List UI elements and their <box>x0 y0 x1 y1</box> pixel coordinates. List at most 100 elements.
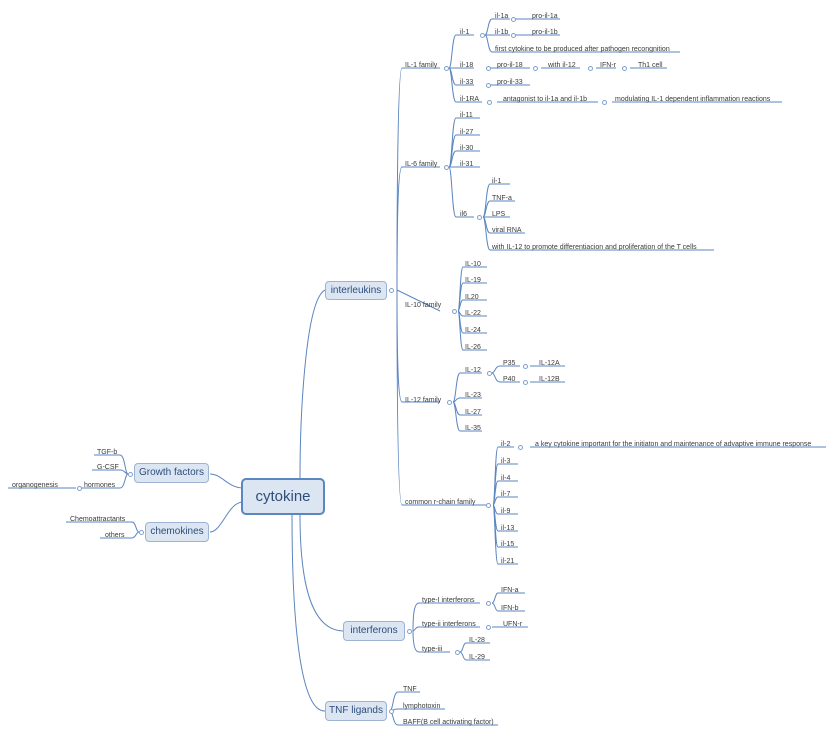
collapse-toggle[interactable] <box>523 364 528 369</box>
node-il3[interactable]: il-3 <box>501 458 511 465</box>
node-il10-family[interactable]: IL-10 family <box>405 302 442 309</box>
collapse-toggle[interactable] <box>77 486 82 491</box>
node-il13[interactable]: il-13 <box>501 525 515 532</box>
node-il4[interactable]: il-4 <box>501 475 511 482</box>
node-il31[interactable]: il-31 <box>460 161 474 168</box>
collapse-toggle[interactable] <box>518 445 523 450</box>
node-tnf-a[interactable]: TNF-a <box>492 195 512 202</box>
node-il21[interactable]: il-21 <box>501 558 515 565</box>
node-il30[interactable]: il-30 <box>460 145 474 152</box>
node-il18[interactable]: il-18 <box>460 62 474 69</box>
node-il27[interactable]: il-27 <box>460 129 474 136</box>
node-organogenesis[interactable]: organogenesis <box>12 482 58 489</box>
node-lymphotoxin[interactable]: lymphotoxin <box>403 703 441 710</box>
collapse-toggle[interactable] <box>602 100 607 105</box>
node-p35[interactable]: P35 <box>503 360 516 367</box>
node-il1-family[interactable]: IL-1 family <box>405 62 438 69</box>
node-il12-il27[interactable]: IL-27 <box>465 409 481 416</box>
node-interleukins[interactable]: interleukins <box>325 281 387 300</box>
node-lps[interactable]: LPS <box>492 211 506 218</box>
collapse-toggle[interactable] <box>407 629 412 634</box>
node-growth-factors[interactable]: Growth factors <box>134 463 209 483</box>
node-pro-il1b[interactable]: pro-il-1b <box>532 29 558 36</box>
node-interferons[interactable]: interferons <box>343 621 405 641</box>
collapse-toggle[interactable] <box>486 601 491 606</box>
node-p40[interactable]: P40 <box>503 376 516 383</box>
node-baff[interactable]: BAFF(B cell activating factor) <box>403 719 494 726</box>
collapse-toggle[interactable] <box>455 650 460 655</box>
node-modulating[interactable]: modulating IL-1 dependent inflammation r… <box>615 96 771 103</box>
collapse-toggle[interactable] <box>139 530 144 535</box>
node-common-r-chain-family[interactable]: common r-chain family <box>405 499 476 506</box>
node-il2[interactable]: il-2 <box>501 441 511 448</box>
node-il35[interactable]: IL-35 <box>465 425 481 432</box>
node-ifn-a[interactable]: IFN-a <box>501 587 519 594</box>
collapse-toggle[interactable] <box>523 380 528 385</box>
node-il15[interactable]: il-15 <box>501 541 515 548</box>
collapse-toggle[interactable] <box>622 66 627 71</box>
collapse-toggle[interactable] <box>487 371 492 376</box>
node-tnf-ligands[interactable]: TNF ligands <box>325 701 387 721</box>
collapse-toggle[interactable] <box>447 400 452 405</box>
node-il7[interactable]: il-7 <box>501 491 511 498</box>
node-type3[interactable]: type-iii <box>422 646 443 653</box>
node-tnf[interactable]: TNF <box>403 686 417 693</box>
node-il1-note[interactable]: first cytokine to be produced after path… <box>495 46 670 53</box>
node-pro-il1a[interactable]: pro-il-1a <box>532 13 558 20</box>
node-il23[interactable]: IL-23 <box>465 392 481 399</box>
node-il6-family[interactable]: IL-6 family <box>405 161 438 168</box>
collapse-toggle[interactable] <box>486 83 491 88</box>
node-il11[interactable]: il-11 <box>460 112 473 119</box>
collapse-toggle[interactable] <box>128 472 133 477</box>
node-with-il12[interactable]: with il-12 <box>548 62 576 69</box>
node-il22[interactable]: IL-22 <box>465 310 481 317</box>
node-viral-rna[interactable]: viral RNA <box>492 227 522 234</box>
collapse-toggle[interactable] <box>511 17 516 22</box>
node-tgf-b[interactable]: TGF-b <box>97 449 118 456</box>
collapse-toggle[interactable] <box>389 709 394 714</box>
node-th1-cell[interactable]: Th1 cell <box>638 62 663 69</box>
collapse-toggle[interactable] <box>588 66 593 71</box>
node-pro-il18[interactable]: pro-il-18 <box>497 62 523 69</box>
node-type2-interferons[interactable]: type-ii interferons <box>422 621 476 628</box>
node-ifn-b[interactable]: IFN-b <box>501 605 519 612</box>
collapse-toggle[interactable] <box>511 33 516 38</box>
collapse-toggle[interactable] <box>452 309 457 314</box>
collapse-toggle[interactable] <box>533 66 538 71</box>
collapse-toggle[interactable] <box>486 66 491 71</box>
node-il29[interactable]: IL-29 <box>469 654 485 661</box>
node-il1a[interactable]: il-1a <box>495 13 509 20</box>
node-ufn-r[interactable]: UFN-r <box>503 621 523 628</box>
node-g-csf[interactable]: G-CSF <box>97 464 119 471</box>
node-il12b[interactable]: IL-12B <box>539 376 560 383</box>
node-il9[interactable]: il-9 <box>501 508 511 515</box>
node-antagonist[interactable]: antagonist to il-1a and il-1b <box>503 96 588 103</box>
node-il6-il1[interactable]: il-1 <box>492 178 502 185</box>
node-il12[interactable]: IL-12 <box>465 367 481 374</box>
node-type1-interferons[interactable]: type-I interferons <box>422 597 475 604</box>
node-chemokines[interactable]: chemokines <box>145 522 209 542</box>
node-il10[interactable]: IL-10 <box>465 261 481 268</box>
collapse-toggle[interactable] <box>487 100 492 105</box>
node-chemoattractants[interactable]: Chemoattractants <box>70 516 126 523</box>
node-il6[interactable]: il6 <box>460 211 468 218</box>
node-il12a[interactable]: IL-12A <box>539 360 560 367</box>
node-il20[interactable]: IL20 <box>465 294 479 301</box>
node-il2-note[interactable]: a key cytokine important for the initiat… <box>535 441 812 448</box>
node-pro-il33[interactable]: pro-il-33 <box>497 79 523 86</box>
collapse-toggle[interactable] <box>389 288 394 293</box>
node-il33[interactable]: il-33 <box>460 79 474 86</box>
node-il1b[interactable]: il-1b <box>495 29 509 36</box>
collapse-toggle[interactable] <box>480 33 485 38</box>
node-il1ra[interactable]: il-1RA <box>460 96 480 103</box>
node-hormones[interactable]: hormones <box>84 482 116 489</box>
collapse-toggle[interactable] <box>477 215 482 220</box>
collapse-toggle[interactable] <box>444 165 449 170</box>
collapse-toggle[interactable] <box>486 503 491 508</box>
node-il1[interactable]: il-1 <box>460 29 470 36</box>
node-il24[interactable]: IL-24 <box>465 327 481 334</box>
node-il12-family[interactable]: IL-12 family <box>405 397 442 404</box>
collapse-toggle[interactable] <box>444 66 449 71</box>
collapse-toggle[interactable] <box>486 625 491 630</box>
node-ifn-r[interactable]: IFN-r <box>600 62 616 69</box>
